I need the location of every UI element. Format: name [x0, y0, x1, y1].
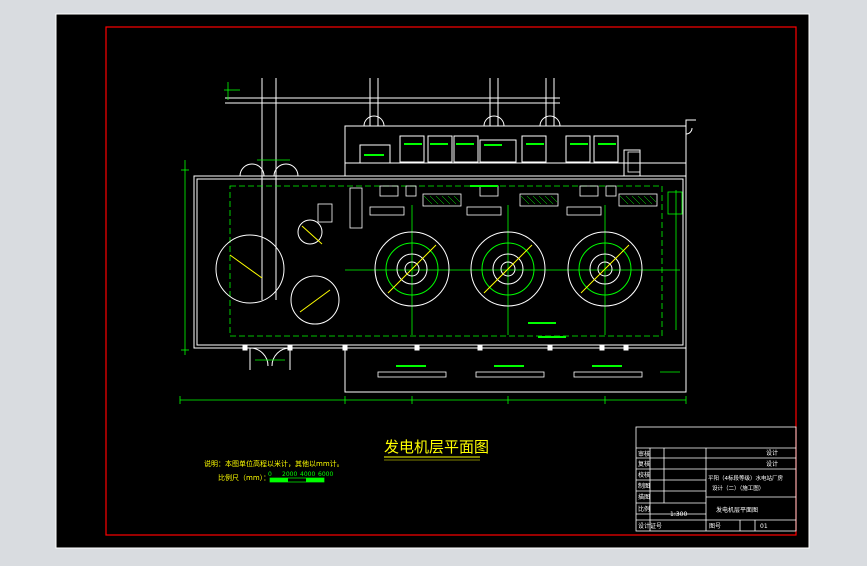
sheet-frame: [105, 26, 797, 536]
generator-2[interactable]: [470, 231, 546, 307]
tb-row7-mid: 图号: [709, 523, 721, 530]
powerhouse-walls: [193, 78, 696, 393]
service-bay-circles: [215, 219, 340, 325]
tb-row5-left: 描图: [638, 493, 650, 501]
model-space[interactable]: [55, 13, 810, 549]
tb-drawing-name: 发电机层平面图: [716, 506, 758, 514]
scale-tick-1: 2000: [282, 471, 297, 478]
tb-row7-left: 设计证号: [638, 522, 662, 530]
tb-row4-left: 制图: [638, 482, 650, 490]
scale-tick-3: 6000: [318, 471, 333, 478]
generator-1[interactable]: [374, 231, 450, 307]
tb-project-name: 平阳（4标段等级）水电站厂房: [708, 474, 784, 482]
notes-line-2: 比例尺（mm）：: [218, 473, 270, 482]
panel-hatching: [423, 195, 657, 205]
generator-3[interactable]: [567, 231, 643, 307]
tb-project-sub: 设计（二）（施工图）: [712, 484, 764, 492]
room-tags: [364, 143, 622, 367]
axis-grid: [179, 82, 687, 404]
scale-bar: 0 2000 4000 6000: [268, 471, 333, 483]
tb-row1-left: 审核: [638, 450, 650, 458]
control-panels: [317, 151, 658, 378]
generator-units: [215, 219, 643, 325]
scale-tick-2: 4000: [300, 471, 315, 478]
tb-row7-right: 01: [760, 523, 768, 530]
tb-row2-left: 复核: [638, 460, 650, 468]
drawing-title: 发电机层平面图: [384, 438, 489, 456]
tb-row3-left: 校核: [638, 471, 650, 479]
title-block: 审核 设计 复核 设计 校核 平阳（4标段等级）水电站厂房 制图 设计（二）（施…: [635, 426, 797, 532]
tb-row2-right: 设计: [766, 460, 778, 468]
tb-row6-left: 比例: [638, 505, 650, 513]
tb-row1-right: 设计: [766, 449, 778, 457]
notes-line-1: 说明：本图单位高程以米计，其他以mm计。: [204, 459, 344, 468]
scale-tick-0: 0: [268, 471, 272, 478]
tb-scale: 1:300: [670, 511, 687, 518]
